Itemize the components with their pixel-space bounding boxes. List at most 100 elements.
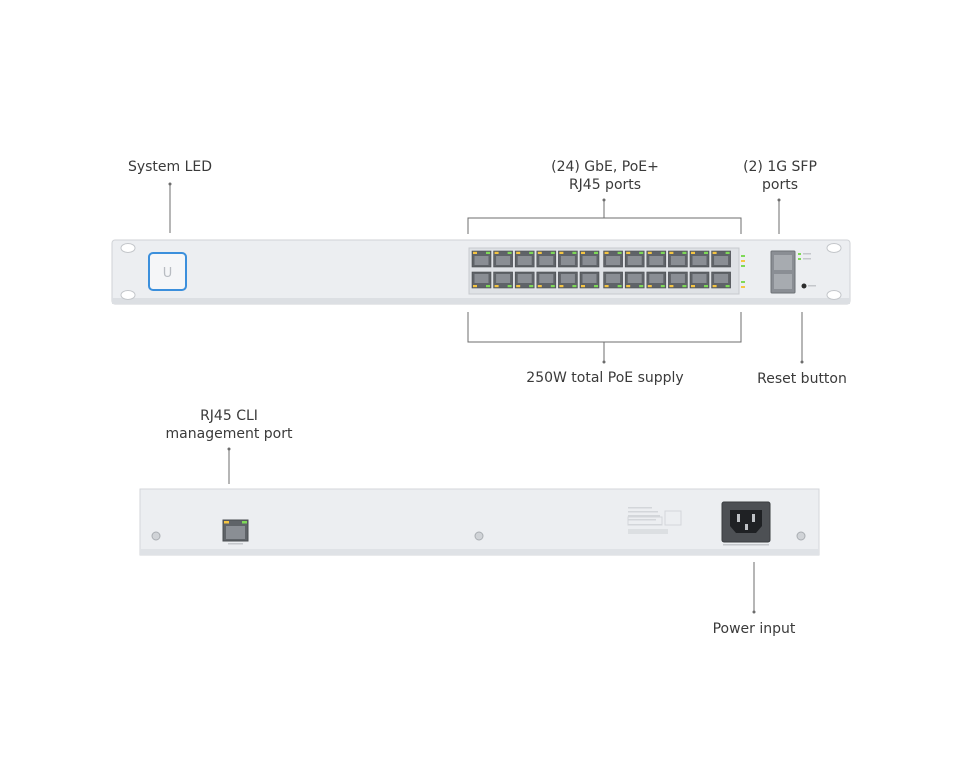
cli-port-label-line1: RJ45 CLI: [200, 408, 258, 424]
port-led-green: [594, 285, 598, 288]
port-led-amber: [691, 251, 695, 254]
rj45-port-24[interactable]: [711, 271, 731, 289]
port-led-green: [725, 285, 730, 288]
poe-supply-label: 250W total PoE supply: [515, 369, 695, 387]
port-led-green: [486, 285, 490, 288]
mount-hole-bottom-left: [120, 290, 136, 300]
poe-ports-label-line1: (24) GbE, PoE+: [551, 159, 659, 175]
sfp-port-block: [770, 250, 811, 294]
port-led-green: [682, 251, 687, 254]
port-led-green: [639, 251, 644, 254]
poe-ports-label: (24) GbE, PoE+ RJ45 ports: [530, 158, 680, 194]
ubiquiti-logo-icon: U: [163, 266, 173, 281]
port-led-amber: [516, 285, 521, 288]
system-led-icon: [148, 252, 187, 291]
rear-chassis: [139, 488, 820, 556]
port-led-green: [639, 285, 644, 288]
rj45-port-9[interactable]: [558, 250, 578, 268]
port-led-green: [682, 285, 687, 288]
rj45-port-14[interactable]: [603, 271, 623, 289]
port-led-amber: [691, 285, 695, 288]
rj45-port-6[interactable]: [514, 271, 535, 289]
port-led-amber: [494, 285, 499, 288]
port-led-green: [507, 251, 512, 254]
rj45-port-4[interactable]: [493, 271, 513, 289]
port-led-amber: [647, 285, 652, 288]
reset-button-label: Reset button: [752, 370, 852, 388]
port-led-green: [529, 251, 534, 254]
rj45-port-13[interactable]: [603, 250, 623, 268]
rear-panel: [139, 488, 820, 556]
port-led-green: [660, 251, 665, 254]
sfp-port-1: [774, 255, 792, 270]
port-led-green: [529, 285, 534, 288]
port-led-green: [572, 285, 577, 288]
screw-center-icon: [474, 531, 484, 541]
rj45-port-17[interactable]: [646, 250, 667, 268]
rj45-port-block: [468, 247, 740, 295]
rj45-port-23[interactable]: [711, 250, 731, 268]
port-led-amber: [626, 251, 631, 254]
reset-button-label-text: Reset button: [757, 371, 847, 387]
port-led-green: [507, 285, 512, 288]
rj45-port-11[interactable]: [579, 250, 600, 268]
port-led-green: [704, 285, 708, 288]
mount-hole-top-left: [120, 243, 136, 253]
rj45-port-22[interactable]: [689, 271, 710, 289]
poe-ports-bracket: [467, 217, 742, 234]
rj45-port-18[interactable]: [646, 271, 667, 289]
cli-port-label-line2: management port: [165, 426, 293, 442]
rj45-port-19[interactable]: [668, 250, 688, 268]
port-led-amber: [626, 285, 631, 288]
reset-button[interactable]: [801, 283, 807, 289]
rj45-port-7[interactable]: [536, 250, 557, 268]
port-led-amber: [669, 251, 674, 254]
cli-management-port[interactable]: [222, 519, 249, 545]
rj45-port-2[interactable]: [471, 271, 492, 289]
compliance-label: [627, 507, 682, 534]
port-led-amber: [559, 251, 564, 254]
front-panel: U: [111, 239, 851, 305]
port-led-green: [725, 251, 730, 254]
poe-supply-label-text: 250W total PoE supply: [526, 370, 684, 386]
cli-port-label: RJ45 CLI management port: [164, 407, 294, 443]
rj45-port-8[interactable]: [536, 271, 557, 289]
port-led-amber: [604, 251, 609, 254]
port-led-amber: [581, 251, 585, 254]
port-led-green: [486, 251, 490, 254]
sfp-port-2: [774, 274, 792, 289]
poe-ports-label-line2: RJ45 ports: [568, 177, 642, 193]
port-led-green: [594, 251, 598, 254]
port-led-amber: [712, 285, 717, 288]
rj45-port-10[interactable]: [558, 271, 578, 289]
rj45-port-1[interactable]: [471, 250, 492, 268]
rj45-port-15[interactable]: [624, 250, 645, 268]
sfp-ports-label: (2) 1G SFP ports: [730, 158, 830, 194]
port-led-green: [660, 285, 665, 288]
rj45-port-12[interactable]: [579, 271, 600, 289]
front-chassis-lip: [112, 298, 850, 304]
power-input-label-text: Power input: [712, 621, 796, 637]
port-led-amber: [712, 251, 717, 254]
port-led-green: [550, 251, 555, 254]
rj45-port-3[interactable]: [493, 250, 513, 268]
port-led-amber: [537, 285, 542, 288]
rj45-port-16[interactable]: [624, 271, 645, 289]
port-led-green: [617, 285, 622, 288]
port-led-green: [617, 251, 622, 254]
port-led-amber: [494, 251, 499, 254]
mount-hole-bottom-right: [826, 290, 842, 300]
rj45-port-21[interactable]: [689, 250, 710, 268]
rear-chassis-lip: [140, 549, 819, 555]
port-led-amber: [516, 251, 521, 254]
rj45-port-5[interactable]: [514, 250, 535, 268]
power-inlet[interactable]: [721, 501, 771, 546]
port-led-amber: [537, 251, 542, 254]
system-led-label: System LED: [118, 158, 222, 176]
reset-label-mark: [808, 285, 816, 287]
screw-left-icon: [151, 531, 161, 541]
rear-callout-lines: [227, 447, 756, 614]
rj45-port-20[interactable]: [668, 271, 688, 289]
power-input-label: Power input: [704, 620, 804, 638]
